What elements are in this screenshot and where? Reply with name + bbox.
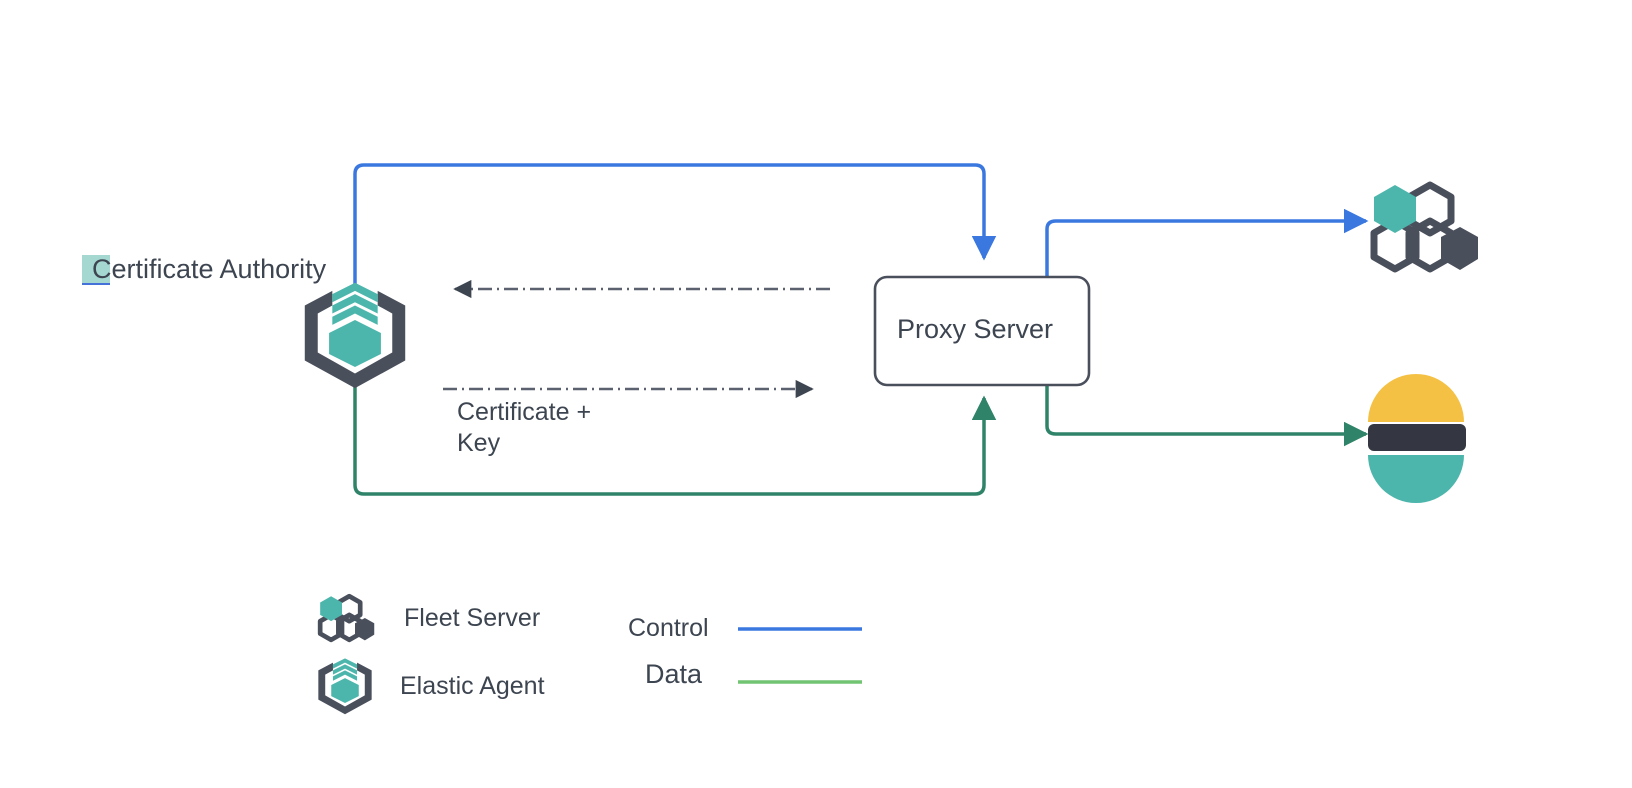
legend-line-label-control: Control xyxy=(628,614,709,642)
certificate-authority-underline xyxy=(82,283,110,285)
elastic-agent-icon xyxy=(304,282,406,389)
certificate-authority-label: Certificate Authority xyxy=(92,254,327,284)
certificate-key-line-1: Certificate + xyxy=(457,398,592,426)
edge-data-proxy-to-elasticsearch xyxy=(1045,383,1369,447)
certificate-authority-highlight xyxy=(82,255,110,285)
proxy-server-label: Proxy Server xyxy=(897,314,1054,344)
edge-control-proxy-to-fleet xyxy=(1045,208,1369,277)
legend-fleet-server-icon xyxy=(317,593,375,643)
legend-item-label-fleet-server: Fleet Server xyxy=(404,604,541,632)
fleet-server-icon xyxy=(1370,181,1478,273)
legend-elastic-agent-icon xyxy=(318,658,372,715)
edge-data-agent-to-proxy xyxy=(353,375,997,496)
legend-item-label-elastic-agent: Elastic Agent xyxy=(400,672,545,700)
legend-line-label-data: Data xyxy=(645,659,703,689)
certificate-key-line-2: Key xyxy=(457,429,501,458)
elasticsearch-icon xyxy=(1368,374,1466,503)
edge-control-agent-to-proxy xyxy=(353,163,997,290)
certificate-key-edge-label: Certificate + Key xyxy=(457,397,591,460)
proxy-server-box[interactable] xyxy=(873,275,1091,387)
